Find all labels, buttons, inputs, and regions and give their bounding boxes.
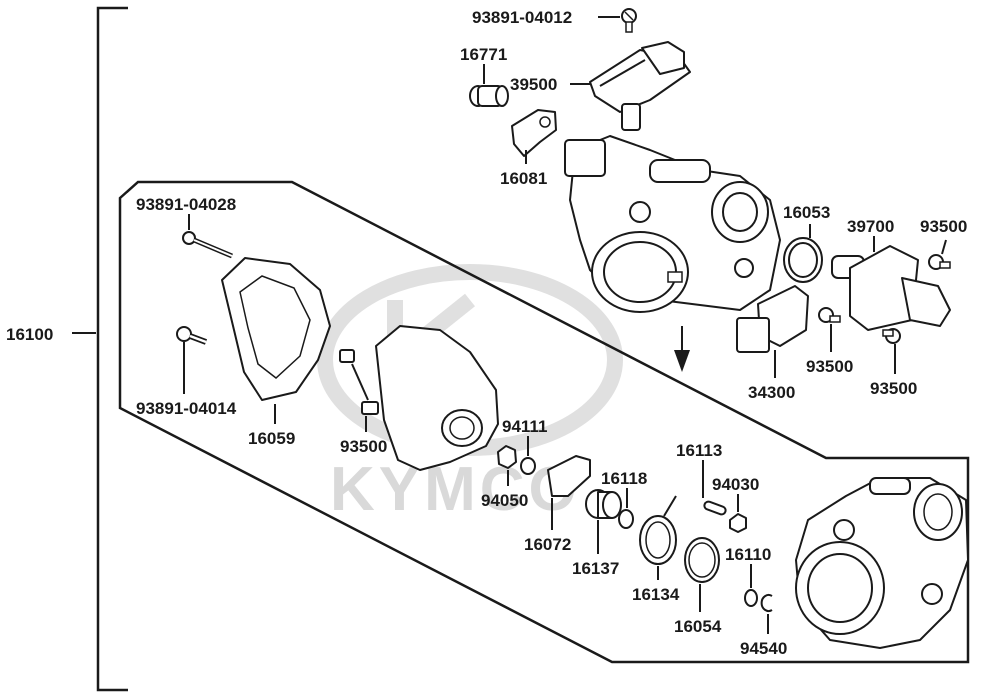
o-ring-16053-inner: [788, 242, 818, 278]
tps-sensor-34300: [736, 285, 809, 353]
pin-16113: [703, 500, 727, 516]
cover-16059: [221, 257, 331, 401]
label-34300: 34300: [748, 383, 795, 402]
label-16137: 16137: [572, 559, 619, 578]
washer-16118: [618, 509, 634, 529]
watermark-text: KYMCO: [330, 455, 581, 524]
label-93891-04028: 93891-04028: [136, 195, 236, 214]
nut-94030: [729, 513, 747, 533]
o-ring-16054-inner: [688, 542, 716, 578]
throttle-body-main: [564, 135, 781, 313]
assembly-bracket: [72, 6, 128, 692]
assembly-arrow: [674, 326, 690, 372]
label-16118: 16118: [601, 469, 647, 488]
screw-93500-a: [928, 254, 951, 270]
bolt-93891-04014: [176, 326, 208, 345]
label-16771: 16771: [460, 45, 507, 64]
label-93500-a: 93500: [920, 217, 967, 236]
label-93500-b: 93500: [806, 357, 853, 376]
leader-lines: [183, 16, 947, 634]
label-39500: 39500: [510, 75, 557, 94]
label-94540: 94540: [740, 639, 787, 658]
bolt-93891-04028: [182, 231, 233, 259]
screw-93500-d: [339, 349, 379, 415]
washer-16110: [744, 589, 758, 607]
label-93891-04012: 93891-04012: [472, 8, 572, 27]
label-16100: 16100: [6, 325, 53, 344]
part-labels: 16100 93891-04012 16771 39500 16081 9389…: [6, 8, 967, 658]
label-16059: 16059: [248, 429, 295, 448]
spring-16134: [639, 495, 677, 565]
label-16054: 16054: [674, 617, 722, 636]
label-94111: 94111: [502, 417, 547, 436]
label-16134: 16134: [632, 585, 680, 604]
label-16053: 16053: [783, 203, 830, 222]
label-93500-c: 93500: [870, 379, 917, 398]
label-16081: 16081: [500, 169, 547, 188]
label-93500-d: 93500: [340, 437, 387, 456]
screw-93500-b: [818, 307, 841, 323]
nut-94050: [497, 445, 517, 469]
bushing-16137: [585, 489, 622, 519]
throttle-body-lower: [795, 477, 969, 649]
label-94050: 94050: [481, 491, 528, 510]
housing-cover: [375, 325, 499, 471]
plate-16081: [511, 109, 557, 157]
subassembly-frame: [118, 180, 970, 664]
washer-94111: [520, 457, 536, 475]
label-16072: 16072: [524, 535, 571, 554]
label-39700: 39700: [847, 217, 894, 236]
label-93891-04014: 93891-04014: [136, 399, 237, 418]
screw-93500-c: [882, 328, 901, 344]
map-sensor-39500: [589, 41, 691, 131]
circlip-94540: [760, 594, 773, 612]
lever-16072: [547, 455, 591, 497]
pin-16771: [469, 85, 509, 107]
label-16113: 16113: [676, 441, 722, 460]
label-94030: 94030: [712, 475, 759, 494]
label-16110: 16110: [725, 545, 771, 564]
screw-93891-04012: [621, 8, 637, 33]
idle-valve-39700: [831, 245, 951, 331]
